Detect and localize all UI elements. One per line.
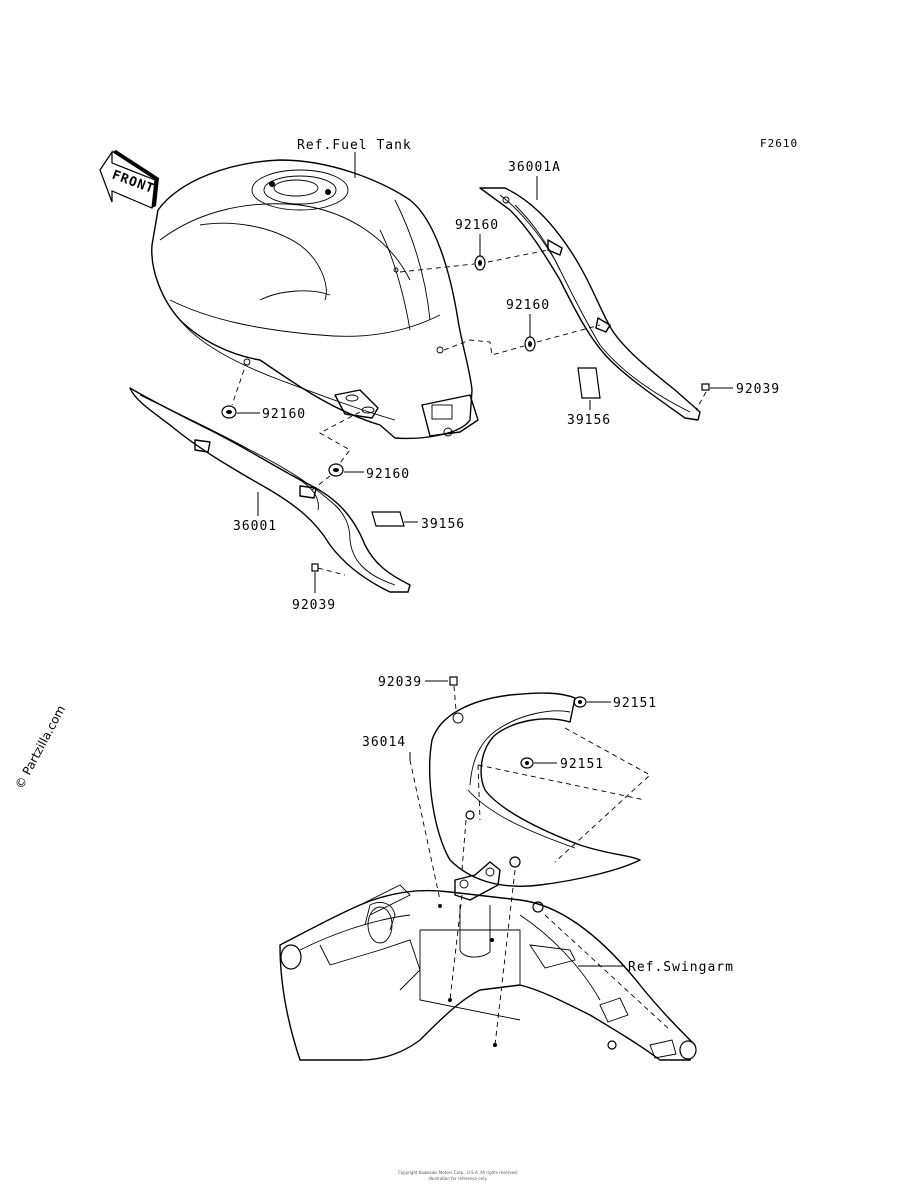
front-arrow-icon: FRONT: [99, 150, 159, 209]
figure-code: F2610: [760, 137, 798, 150]
left-side-cover-drawing: [129, 387, 411, 593]
callout-92160-left-a: 92160: [262, 407, 306, 422]
callout-92039-left: 92039: [292, 598, 336, 613]
callout-92039-fender: 92039: [378, 675, 422, 690]
rear-fender-drawing: [429, 692, 651, 913]
callout-36014: 36014: [362, 735, 406, 750]
callout-92151-b: 92151: [560, 757, 604, 772]
grommet-upper-a-icon: [474, 255, 486, 271]
bolt-fender-a-icon: [573, 696, 587, 708]
callout-39156-left: 39156: [421, 517, 465, 532]
grommet-left-a-icon: [221, 405, 237, 419]
callout-92151-a: 92151: [613, 696, 657, 711]
callout-92160-upper-b: 92160: [506, 298, 550, 313]
ref-fuel-tank-label: Ref.Fuel Tank: [297, 138, 412, 153]
callout-92160-upper-a: 92160: [455, 218, 499, 233]
footer-line-2: Illustration for reference only.: [429, 1176, 488, 1181]
callout-36001: 36001: [233, 519, 277, 534]
bolt-fender-b-icon: [520, 757, 534, 769]
pad-right-icon: [577, 367, 601, 399]
watermark: © Partzilla.com: [12, 703, 68, 791]
swingarm-drawing: [279, 819, 697, 1061]
screw-left-icon: [311, 563, 319, 572]
grommet-left-b-icon: [328, 463, 344, 477]
callout-36001A: 36001A: [508, 160, 561, 175]
pad-left-icon: [371, 511, 405, 527]
callout-92160-left-b: 92160: [366, 467, 410, 482]
fuel-tank-drawing: [151, 159, 479, 440]
callout-92039-right: 92039: [736, 382, 780, 397]
callout-39156-right: 39156: [567, 413, 611, 428]
footer-line-1: Copyright Kawasaki Motors Corp., U.S.A. …: [398, 1170, 518, 1175]
screw-fender-icon: [449, 676, 458, 686]
ref-swingarm-label: Ref.Swingarm: [628, 960, 734, 975]
grommet-upper-b-icon: [524, 336, 536, 352]
screw-right-icon: [701, 383, 710, 391]
right-side-cover-drawing: [479, 187, 701, 421]
